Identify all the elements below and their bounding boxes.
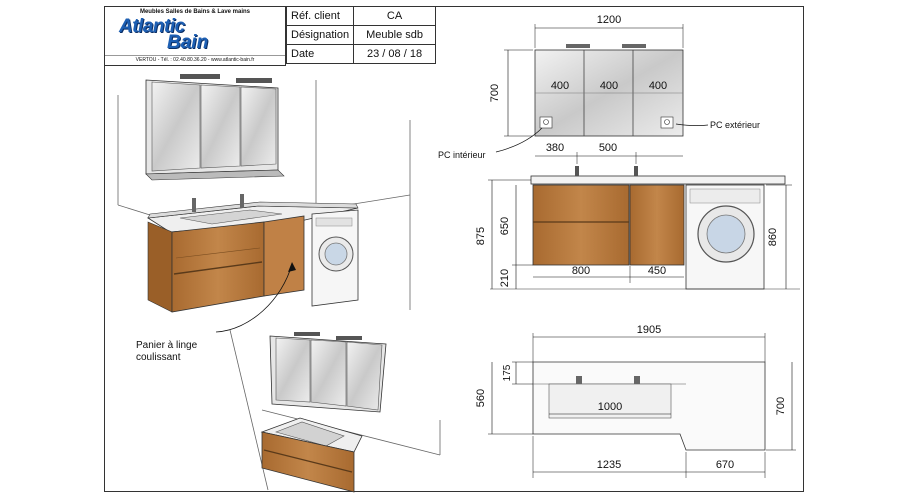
washer-height-dim: 860 [767, 228, 779, 246]
pc-interieur-label: PC intérieur [438, 150, 486, 160]
mirror-cabinet-3d [145, 74, 285, 181]
info-table: Réf. client CA Désignation Meuble sdb Da… [285, 6, 436, 64]
tap-offset-2-dim: 500 [599, 142, 617, 154]
info-label: Date [285, 44, 355, 64]
logo-brand-line2: Bain [167, 32, 209, 53]
top-depth-left-dim: 560 [475, 389, 487, 407]
perspective-view-main: Panier à linge coulissant [117, 74, 411, 363]
perspective-view-small [229, 329, 441, 493]
top-right-width-dim: 670 [716, 459, 734, 471]
logo-tagline: Meubles Salles de Bains & Lave mains [139, 9, 251, 15]
cabinet-height-dim: 650 [499, 217, 511, 235]
foot-height-dim: 210 [499, 269, 511, 287]
basin-width-dim: 1000 [598, 401, 622, 413]
top-inset-dim: 175 [502, 364, 513, 381]
info-value: 23 / 08 / 18 [353, 44, 436, 64]
mirror-height-dim: 700 [489, 84, 501, 102]
top-left-width-dim: 1235 [597, 459, 621, 471]
washing-machine-3d [311, 209, 359, 307]
info-row: Date 23 / 08 / 18 [285, 44, 436, 64]
basin-top [548, 383, 672, 419]
right-cabinet-front [629, 184, 685, 266]
top-view: 1905 175 560 1000 700 1235 670 [475, 324, 796, 478]
top-total-width-dim: 1905 [637, 324, 661, 336]
panel-width-3: 400 [649, 80, 667, 92]
top-depth-right-dim: 700 [775, 397, 787, 415]
info-row: Désignation Meuble sdb [285, 25, 436, 45]
info-value: Meuble sdb [353, 25, 436, 45]
panel-width-2: 400 [600, 80, 618, 92]
panier-label-line2: coulissant [136, 352, 181, 363]
logo-contact: VERTOU - Tél. : 02.40.80.36.20 - www.atl… [105, 55, 285, 65]
company-logo: Meubles Salles de Bains & Lave mains Atl… [104, 6, 286, 66]
left-cabinet-width-dim: 800 [572, 265, 590, 277]
mirror-width-dim: 1200 [597, 14, 621, 26]
vanity-3d [147, 215, 305, 313]
left-cabinet-front [532, 184, 630, 266]
pc-exterieur-label: PC extérieur [710, 120, 760, 130]
right-cabinet-width-dim: 450 [648, 265, 666, 277]
logo-brand-line1: Atlantic [119, 16, 185, 37]
panier-label-line1: Panier à linge [136, 340, 198, 351]
front-elevation: 400 400 400 1200 700 PC intérieur PC ext… [438, 14, 800, 290]
countertop-front [530, 175, 786, 185]
info-value: CA [353, 6, 436, 26]
total-height-dim: 875 [475, 227, 487, 245]
panel-width-1: 400 [551, 80, 569, 92]
tap-offset-1-dim: 380 [546, 142, 564, 154]
